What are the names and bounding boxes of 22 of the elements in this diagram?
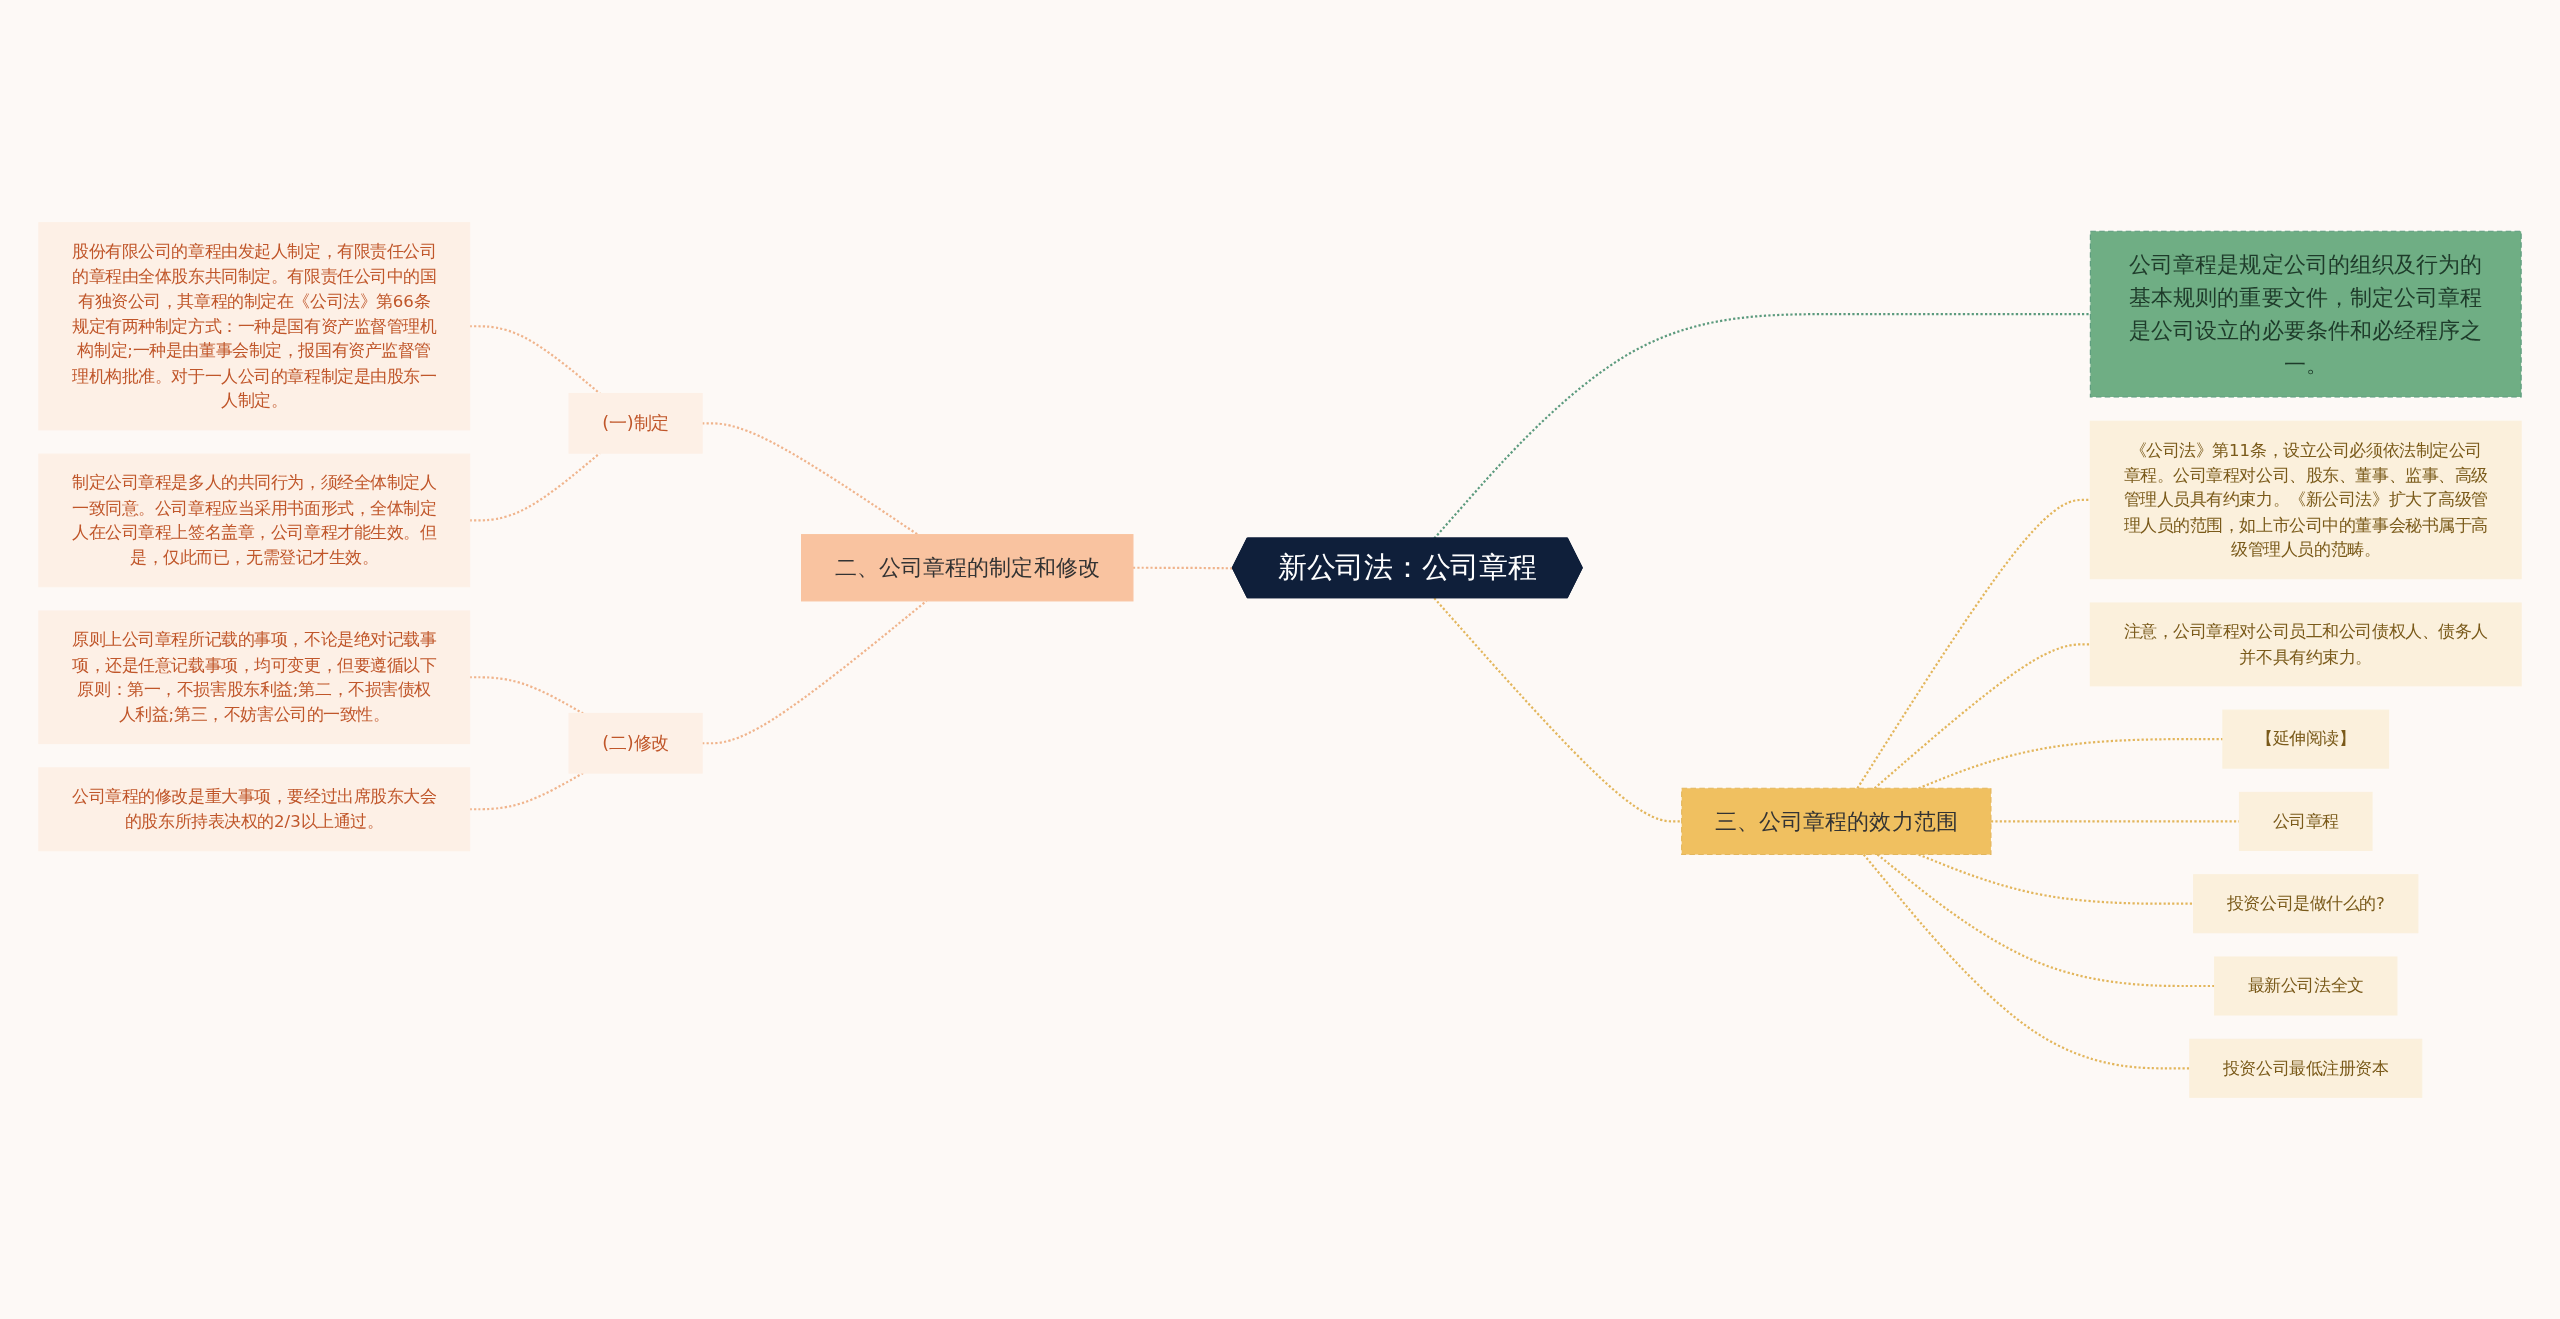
node-box: 三、公司章程的效力范围	[1681, 787, 1992, 855]
node-box: 投资公司是做什么的?	[2193, 873, 2419, 933]
node-box: 二、公司章程的制定和修改	[801, 533, 1134, 601]
connector	[1990, 819, 2240, 822]
node-box: 投资公司最低注册资本	[2189, 1038, 2423, 1098]
node-box: 公司章程	[2238, 791, 2373, 851]
node-box: 注意，公司章程对公司员工和公司债权人、债务人并不具有约束力。	[2089, 601, 2522, 686]
node-box: 公司章程的修改是重大事项，要经过出席股东大会的股东所持表决权的2/3以上通过。	[38, 766, 471, 851]
node-box: 原则上公司章程所记载的事项，不论是绝对记载事项，还是任意记载事项，均可变更，但要遵循以下原则：第一，不损害股东利益;第二，不损害债权人利益;第三，不妨害公司的一致性。	[38, 609, 471, 744]
node-box: (二)修改	[568, 712, 703, 774]
node-box: 股份有限公司的章程由发起人制定，有限责任公司的章程由全体股东共同制定。有限责任公司中的国有独资公司，其章程的制定在《公司法》第66条规定有两种制定方式：一种是国有资产监督管理机构制定;一种是由董事会制定，报国有资产监督管理机构批准。对于一人公司的章程制定是由股东一人制定。	[38, 221, 471, 430]
connector	[1862, 853, 2190, 1069]
node-box: 《公司法》第11条，设立公司必须依法制定公司章程。公司章程对公司、股东、董事、监事、高级管理人员具有约束力。《新公司法》扩大了高级管理人员的范围，如上市公司中的董事会秘书属于高级管理人员的范畴。	[2089, 420, 2522, 579]
node-box: 【延伸阅读】	[2222, 709, 2390, 769]
node-box: 最新公司法全文	[2214, 955, 2398, 1016]
connector	[1918, 853, 2194, 905]
connector	[1856, 498, 2091, 789]
connector	[1433, 596, 1682, 822]
node-box: 公司章程是规定公司的组织及行为的基本规则的重要文件，制定公司章程是公司设立的必要条件和必经程序之一。	[2089, 230, 2522, 397]
node-box: 制定公司章程是多人的共同行为，须经全体制定人一致同意。公司章程应当采用书面形式，全体制定人在公司章程上签名盖章，公司章程才能生效。但是，仅此而已，无需登记才生效。	[38, 453, 471, 587]
node-box: (一)制定	[568, 392, 703, 454]
connector	[1132, 566, 1233, 569]
